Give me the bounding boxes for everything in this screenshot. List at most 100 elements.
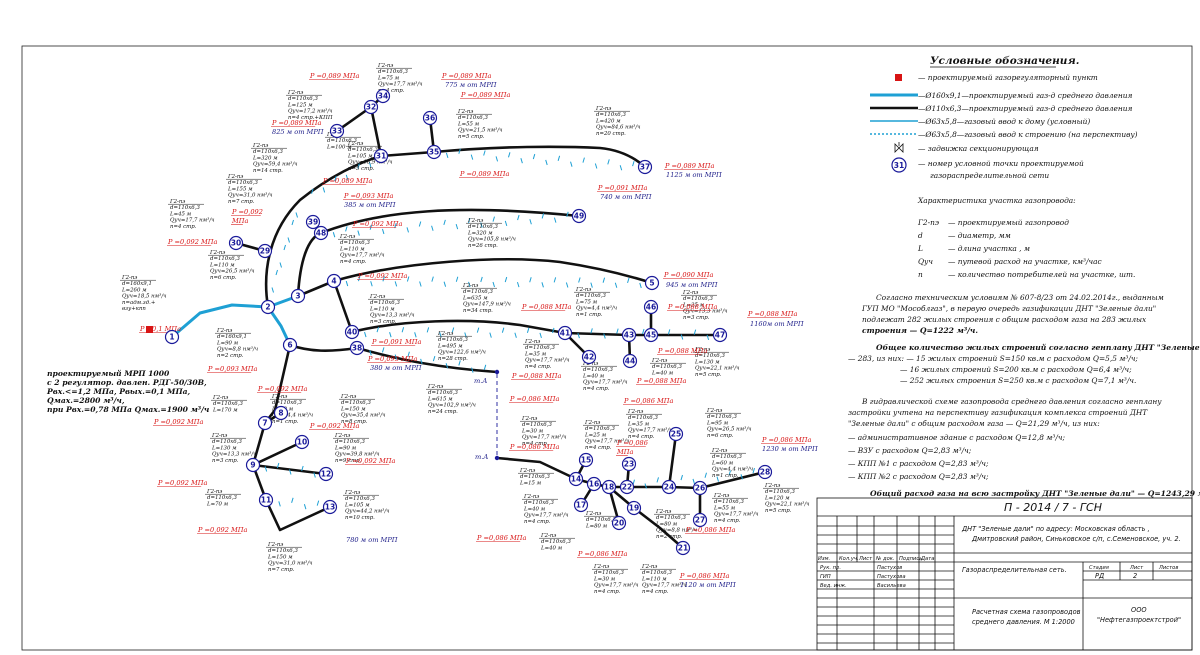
- node-circle: [692, 512, 708, 528]
- node-41: 41: [557, 325, 573, 341]
- node-37: 37: [637, 159, 653, 175]
- node-number: 28: [760, 468, 770, 477]
- section-label-line: Г2-пэ: [377, 63, 393, 69]
- node-number: 33: [332, 127, 342, 136]
- node-number: 48: [316, 229, 326, 238]
- section-label-line: d=160х9,1: [217, 334, 247, 340]
- service-tick: [283, 244, 286, 251]
- mrp-description: проектируемый МРП 1000 с 2 регулятор. да…: [46, 369, 209, 414]
- service-tick: [553, 217, 557, 223]
- node-12: 12: [318, 466, 334, 482]
- node-number: 8: [278, 409, 283, 418]
- section-label-line: n=3 стр.: [683, 315, 710, 321]
- section-label-line: L=635 м: [462, 295, 488, 301]
- section-label-line: L=110 м: [369, 306, 395, 312]
- node-number: 39: [308, 218, 318, 227]
- service-tick: [578, 277, 581, 283]
- note-line-14: — КПП №1 с расходом Q=2,83 м³/ч;: [848, 459, 989, 468]
- pressure-label: P =0,089 МПа: [309, 72, 360, 80]
- note-line-12: — административное здание с расходом Q=1…: [848, 433, 1065, 442]
- node-number: 29: [260, 247, 270, 256]
- section-label-line: Г2-пэ: [334, 433, 350, 439]
- section-label-line: n=6 стр.: [210, 275, 237, 281]
- note-line-3: подлежат 282 жилых строения с общим расх…: [862, 315, 1147, 324]
- service-tick: [566, 211, 569, 217]
- section-label-line: Г2-пэ: [216, 328, 232, 334]
- section-label-line: Qуч=17,7 нм³/ч: [170, 217, 214, 224]
- service-tick: [345, 174, 349, 181]
- pressure-label: P =0,088 МПа: [521, 303, 572, 311]
- section-label-line: L=90 м: [216, 340, 239, 346]
- node-number: 49: [574, 212, 584, 221]
- section-label-line: n=10 стр.: [345, 515, 375, 521]
- section-label-line: Г2-пэ: [521, 416, 537, 422]
- section-label-line: L=320 м: [467, 230, 493, 236]
- section-label-line: d=110х6,3: [468, 224, 498, 230]
- section-label-line: Qуч=22,1 нм³/ч: [765, 501, 809, 508]
- service-tick: [394, 354, 398, 360]
- section-label-line: Qуч=8,8 нм³/ч: [656, 527, 697, 534]
- service-tick: [607, 159, 610, 165]
- section-label-line: n=1 стр.: [712, 473, 739, 479]
- service-tick: [644, 483, 647, 489]
- section-label-line: L=30 м: [593, 576, 616, 582]
- characteristic-block: Характеристика участка газопровода: Г2-п…: [917, 196, 1135, 279]
- section-label-line: Qуч=122,6 нм³/ч: [438, 349, 486, 356]
- node-number: 26: [695, 484, 705, 493]
- mrp-line-4: Qмах.=2800 м³/ч,: [47, 396, 125, 405]
- service-tick: [603, 333, 606, 339]
- node-21: 21: [675, 540, 691, 556]
- mark-A-top: т.А: [474, 377, 487, 385]
- node-number: 1: [169, 333, 174, 342]
- pipe-9-10: [251, 440, 304, 467]
- service-tick: [332, 232, 336, 238]
- node-circle: [329, 123, 345, 139]
- section-label-line: n=2 стр.: [217, 353, 244, 359]
- section-label-line: n=4 стр.: [628, 434, 655, 440]
- node-circle: [282, 337, 298, 353]
- section-label-line: d=110х6,3: [628, 415, 658, 421]
- mrp-line-3: Рвх.<=1,2 МПа, Рвых.=0,1 МПа,: [46, 387, 191, 396]
- section-label-line: L=40 м: [651, 370, 674, 376]
- section-label-line: Qуч=147,9 нм³/ч: [463, 301, 511, 308]
- char-sym-2: d: [918, 231, 923, 240]
- section-label-line: Г2-пэ: [462, 283, 478, 289]
- pressure-label: P =0,086 МПа: [509, 395, 560, 403]
- node-circle: [757, 464, 773, 480]
- section-label-line: Г2-пэ: [585, 511, 601, 517]
- service-tick: [565, 282, 569, 288]
- service-tick: [301, 465, 304, 472]
- service-tick: [539, 332, 542, 339]
- node-circle: [621, 456, 637, 472]
- mrp-line-1: проектируемый МРП 1000: [47, 369, 170, 378]
- node-circle: [349, 340, 365, 356]
- section-label-line: Qуч=105,8 нм³/ч: [468, 236, 516, 243]
- section-label-line: d=110х6,3: [345, 496, 375, 502]
- section-label-line: Г2-пэ: [267, 542, 283, 548]
- title-block: [816, 497, 1193, 651]
- service-tick: [514, 332, 517, 338]
- section-label-line: n=4 стр.: [340, 259, 367, 265]
- section-label-line: L=35 м: [627, 421, 650, 427]
- section-label-line: L=110 м: [339, 246, 365, 252]
- node-circle: [643, 299, 659, 315]
- mrp-distance-label: 775 м от МРП: [445, 81, 497, 89]
- section-label-line: Qуч=13,3 нм³/ч: [683, 308, 727, 315]
- note-line-15: — КПП №2 с расходом Q=2,83 м³/ч;: [848, 472, 989, 481]
- section-label-line: Qуч=17,7 нм³/ч: [525, 357, 569, 364]
- section-label-line: Г2-пэ: [706, 408, 722, 414]
- node-circle: [326, 273, 342, 289]
- section-label-line: d=110х6,3: [712, 454, 742, 460]
- service-tick: [590, 328, 593, 334]
- section-label-line: Г2-пэ: [457, 109, 473, 115]
- sheet-frame: [21, 45, 1193, 651]
- section-label-line: Г2-пэ: [764, 483, 780, 489]
- section-label-line: d=110х6,3: [458, 115, 488, 121]
